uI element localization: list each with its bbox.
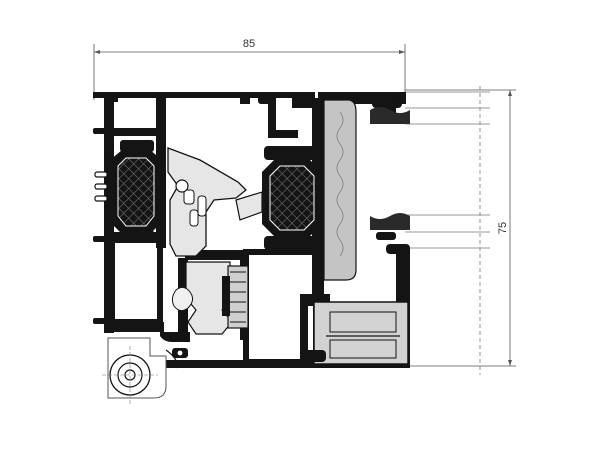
hinge-roller bbox=[102, 337, 178, 404]
height-arrow-top bbox=[508, 90, 512, 96]
height-label: 75 bbox=[497, 222, 509, 234]
width-label: 85 bbox=[243, 38, 255, 50]
width-arrow-right bbox=[399, 50, 405, 54]
width-dimension: 85 bbox=[93, 38, 406, 100]
middle-insulation-bar bbox=[262, 146, 322, 250]
width-arrow-left bbox=[94, 50, 100, 54]
outer-ribs bbox=[94, 171, 108, 202]
drain-clip bbox=[172, 348, 188, 358]
left-insulation-bar bbox=[110, 140, 162, 240]
glazing-bead bbox=[304, 301, 409, 365]
gasket-strip bbox=[323, 99, 357, 281]
height-dimension: 75 bbox=[405, 89, 516, 367]
thermal-break-insulator bbox=[167, 147, 263, 335]
glazing bbox=[405, 86, 490, 375]
glazing-gaskets bbox=[370, 107, 410, 240]
height-arrow-bottom bbox=[508, 360, 512, 366]
